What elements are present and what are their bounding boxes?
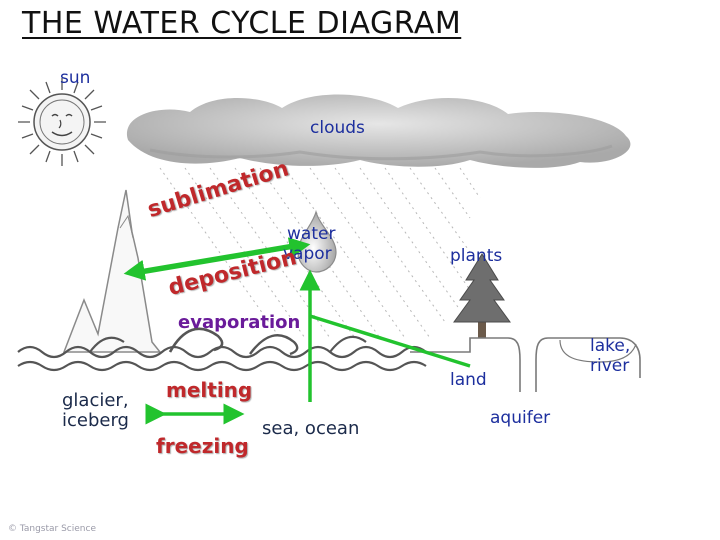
- glacier-label-line2: iceberg: [62, 410, 129, 431]
- sea-ocean-label: sea, ocean: [262, 418, 360, 439]
- copyright-text: © Tangstar Science: [8, 524, 96, 534]
- sublimation-arrow: [123, 242, 301, 281]
- plants-label: plants: [450, 246, 503, 266]
- land-label: land: [450, 370, 487, 390]
- evaporation-label: evaporation: [178, 312, 301, 333]
- clouds-label: clouds: [310, 118, 365, 138]
- land-lake-outline: [410, 337, 641, 392]
- evapotranspiration-line: [309, 314, 471, 368]
- rain-streaks: [159, 167, 481, 339]
- water-vapor-label-line2: vapor: [283, 244, 332, 264]
- sun-label: sun: [60, 68, 91, 88]
- freezing-label: freezing: [156, 434, 249, 458]
- clouds-shape: [126, 94, 631, 168]
- lake-river-label-line1: lake,: [590, 336, 631, 356]
- glacier-label-line1: glacier,: [62, 390, 129, 411]
- page-title: THE WATER CYCLE DIAGRAM: [22, 6, 462, 41]
- deposition-arrow: [133, 237, 311, 276]
- sun-icon: [18, 78, 106, 166]
- aquifer-label: aquifer: [490, 408, 551, 428]
- melting-label: melting: [166, 378, 253, 402]
- lake-river-label-line2: river: [590, 356, 630, 376]
- process-arrows: [123, 237, 471, 425]
- water-vapor-label-line1: water: [287, 224, 336, 244]
- mountain-glacier-shape: [62, 189, 162, 353]
- pine-tree-icon: [453, 253, 511, 338]
- sea-waves-shape: [17, 327, 427, 372]
